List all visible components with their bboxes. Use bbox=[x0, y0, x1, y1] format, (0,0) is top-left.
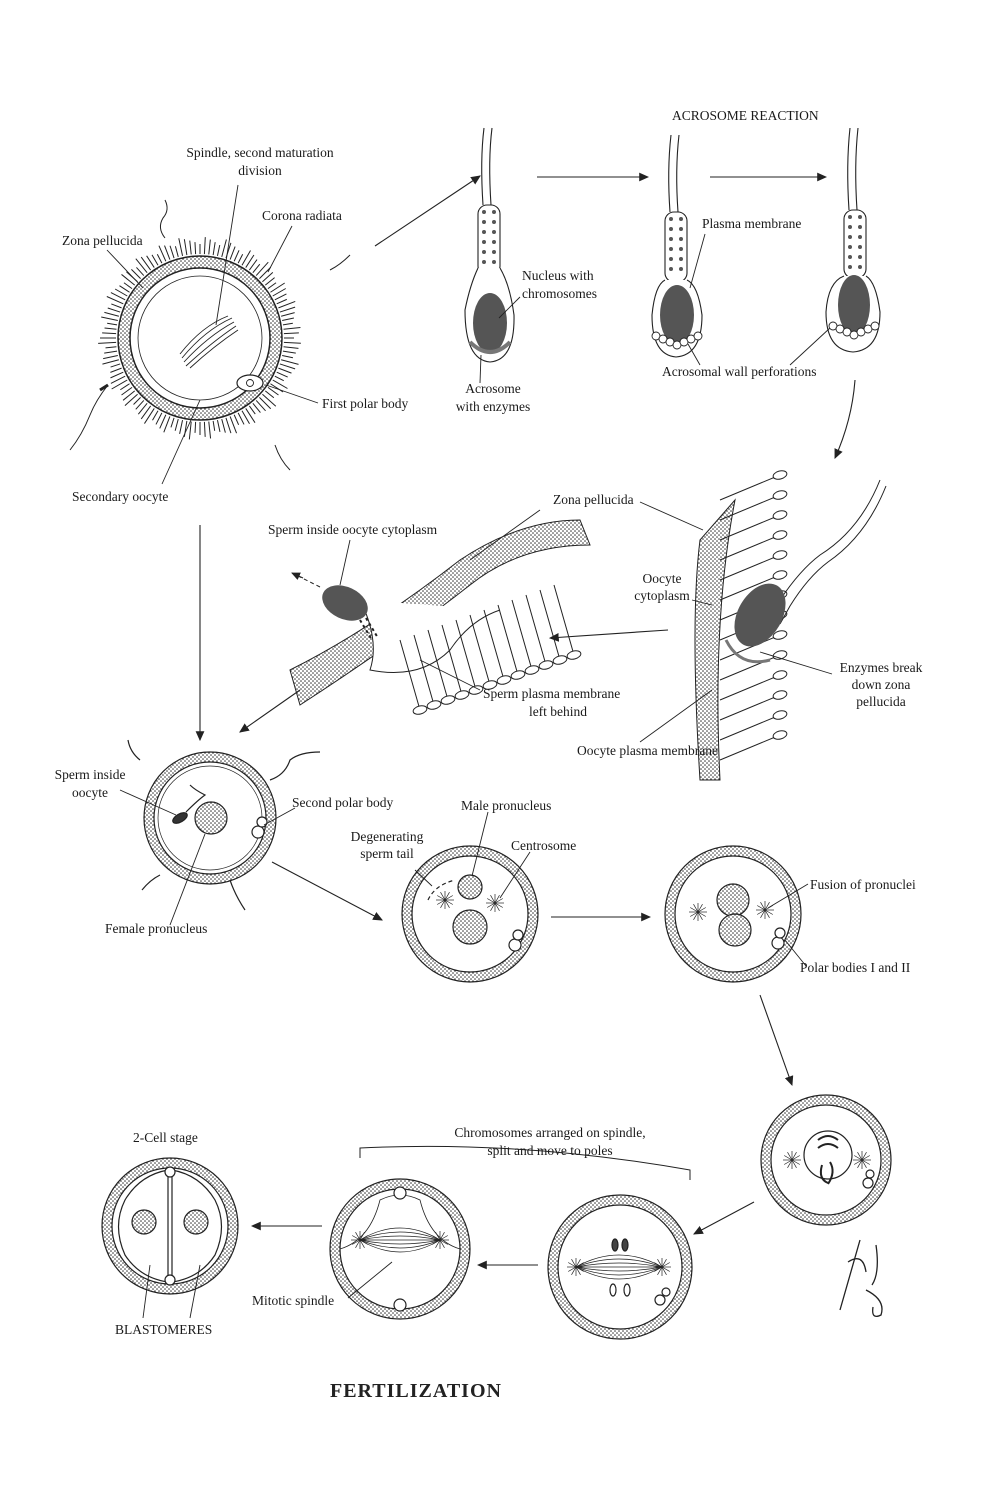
label-2-cell-stage: 2-Cell stage bbox=[133, 1130, 198, 1145]
label-down-zona: down zona bbox=[851, 677, 911, 692]
label-female-pronucleus: Female pronucleus bbox=[105, 921, 208, 936]
metaphase-cell bbox=[760, 1094, 892, 1226]
artist-signature bbox=[839, 1239, 883, 1318]
secondary-oocyte-illustration bbox=[69, 184, 351, 485]
sperm-penetrating-zona bbox=[639, 470, 887, 781]
label-acrosome: Acrosome bbox=[465, 381, 521, 396]
sperm-normal bbox=[464, 127, 521, 384]
label-acrosome-reaction: ACROSOME REACTION bbox=[672, 108, 819, 123]
label-spindle: Spindle, second maturation bbox=[186, 145, 334, 160]
label-chromosomes: chromosomes bbox=[522, 286, 597, 301]
label-first-polar-body: First polar body bbox=[322, 396, 409, 411]
stage-brace bbox=[359, 1145, 691, 1180]
label-zona-pellucida-2: Zona pellucida bbox=[553, 492, 634, 507]
label-sperm-tail: sperm tail bbox=[360, 846, 414, 861]
telophase-cell bbox=[329, 1178, 471, 1320]
label-zona-pellucida: Zona pellucida bbox=[62, 233, 143, 248]
fusion-stage bbox=[664, 845, 809, 983]
label-oocyte-plasma-membrane: Oocyte plasma membrane bbox=[577, 743, 718, 758]
oocyte-with-sperm bbox=[119, 739, 321, 926]
label-left-behind: left behind bbox=[528, 704, 588, 719]
label-plasma-membrane: Plasma membrane bbox=[702, 216, 802, 231]
label-fusion-of-pronuclei: Fusion of pronuclei bbox=[810, 877, 916, 892]
label-centrosome: Centrosome bbox=[511, 838, 577, 853]
label-male-pronucleus: Male pronucleus bbox=[461, 798, 552, 813]
label-sperm-inside-oocyte-cytoplasm: Sperm inside oocyte cytoplasm bbox=[268, 522, 438, 537]
label-second-polar-body: Second polar body bbox=[292, 795, 394, 810]
label-split-and-move: split and move to poles bbox=[487, 1143, 613, 1158]
label-oocyte: Oocyte bbox=[642, 571, 682, 586]
label-blastomeres: BLASTOMERES bbox=[115, 1322, 213, 1337]
label-cytoplasm: cytoplasm bbox=[634, 588, 690, 603]
label-polar-bodies: Polar bodies I and II bbox=[800, 960, 911, 975]
label-enzymes-break: Enzymes break bbox=[839, 660, 923, 675]
label-oocyte-2: oocyte bbox=[72, 785, 108, 800]
pronuclei-stage bbox=[401, 811, 539, 983]
label-chromosomes-arranged: Chromosomes arranged on spindle, bbox=[454, 1125, 646, 1140]
sperm-acrosome-reaction-1 bbox=[651, 134, 706, 366]
two-cell-stage bbox=[101, 1157, 239, 1319]
process-arrows bbox=[195, 172, 856, 1270]
label-division: division bbox=[238, 163, 282, 178]
anaphase-cell bbox=[547, 1194, 693, 1340]
figure-title: FERTILIZATION bbox=[330, 1380, 502, 1402]
label-pellucida: pellucida bbox=[856, 694, 906, 709]
label-degenerating: Degenerating bbox=[350, 829, 424, 844]
label-secondary-oocyte: Secondary oocyte bbox=[72, 489, 169, 504]
label-corona-radiata: Corona radiata bbox=[262, 208, 342, 223]
label-nucleus-with: Nucleus with bbox=[522, 268, 594, 283]
sperm-inside-cytoplasm-closeup bbox=[289, 509, 591, 715]
label-sperm-plasma-membrane: Sperm plasma membrane bbox=[483, 686, 621, 701]
label-with-enzymes: with enzymes bbox=[455, 399, 531, 414]
label-sperm-inside: Sperm inside bbox=[54, 767, 126, 782]
label-acrosomal-wall-perforations: Acrosomal wall perforations bbox=[662, 364, 817, 379]
sperm-acrosome-reaction-2 bbox=[789, 127, 881, 366]
label-mitotic-spindle: Mitotic spindle bbox=[252, 1293, 335, 1308]
